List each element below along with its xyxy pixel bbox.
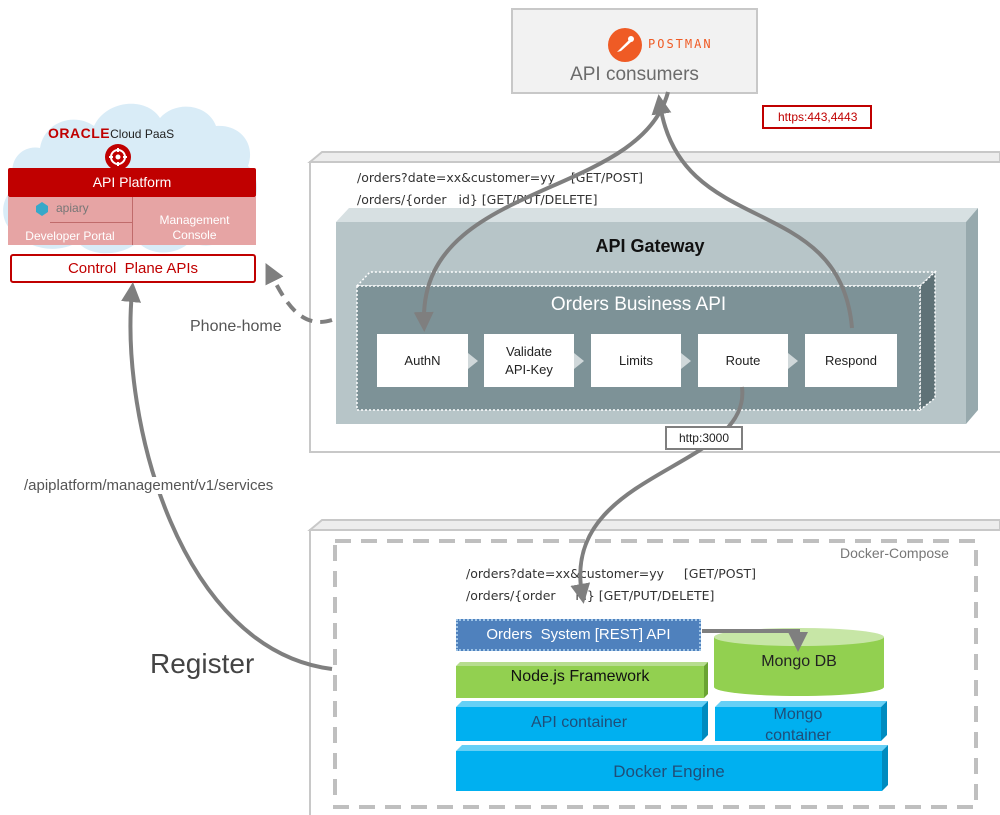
services-path-label: /apiplatform/management/v1/services: [24, 477, 274, 494]
api-consumers-title: API consumers: [570, 64, 699, 85]
phone-home-arrow: [265, 263, 333, 324]
gateway-route-line-2: /orders/{order id} [GET/PUT/DELETE]: [357, 192, 598, 207]
management-console-label[interactable]: Management Console: [159, 213, 230, 242]
api-platform-icon: [105, 144, 131, 170]
api-gateway-title: API Gateway: [595, 236, 705, 256]
panel-divider: [132, 197, 133, 245]
docker-compose-label: Docker-Compose: [840, 545, 949, 561]
oracle-brand: ORACLECloud PaaS: [48, 125, 174, 141]
panel-underline: [50, 222, 132, 223]
api-container-label[interactable]: API container: [530, 714, 628, 731]
policy-validate-api-key-label: Validate API-Key: [505, 343, 553, 377]
docker-route-line-1: /orders?date=xx&customer=yy [GET/POST]: [466, 566, 757, 581]
docker-route-line-2: /orders/{order id} [GET/PUT/DELETE]: [466, 588, 715, 603]
policy-limits-label: Limits: [619, 353, 653, 368]
policy-limits[interactable]: Limits: [591, 334, 681, 387]
gateway-route-line-1: /orders?date=xx&customer=yy [GET/POST]: [357, 170, 644, 185]
docker-engine-label[interactable]: Docker Engine: [613, 762, 725, 781]
mongo-container-box: [715, 701, 887, 741]
policy-respond[interactable]: Respond: [805, 334, 897, 387]
docker-engine-box: [456, 745, 888, 791]
orders-system-rest-api[interactable]: Orders System [REST] API: [456, 619, 701, 651]
oracle-wordmark: ORACLE: [48, 125, 111, 141]
mongo-container-label[interactable]: Mongo container: [765, 706, 831, 744]
developer-portal-label[interactable]: Developer Portal: [25, 229, 115, 243]
backend-arrow: [570, 386, 745, 604]
postman-wordmark: POSTMAN: [648, 37, 713, 51]
orders-business-api-title: Orders Business API: [550, 294, 727, 315]
policy-route[interactable]: Route: [698, 334, 788, 387]
apiary-logo-icon: [36, 202, 48, 216]
api-container-box: [456, 701, 708, 741]
http-3000-label: http:3000: [665, 426, 743, 450]
policy-route-label: Route: [725, 353, 761, 368]
register-label: Register: [150, 648, 255, 679]
policy-validate-api-key[interactable]: Validate API-Key: [484, 334, 574, 387]
control-plane-apis-box[interactable]: Control Plane APIs: [10, 254, 256, 283]
policy-authn[interactable]: AuthN: [377, 334, 468, 387]
mongo-db-label[interactable]: Mongo DB: [761, 653, 837, 670]
request-arrow: [413, 91, 670, 332]
apiary-label: apiary: [56, 201, 89, 215]
nodejs-framework-label[interactable]: Node.js Framework: [510, 668, 650, 685]
phone-home-label: Phone-home: [190, 318, 282, 336]
policy-authn-label: AuthN: [404, 353, 441, 368]
nodejs-framework-box: [456, 662, 708, 698]
policy-respond-label: Respond: [824, 353, 878, 368]
https-ports-label: https:443,4443: [762, 105, 872, 129]
postman-logo-icon: [608, 28, 642, 62]
cloud-paas-label: Cloud PaaS: [110, 127, 175, 141]
api-platform-bar[interactable]: API Platform: [8, 168, 256, 197]
